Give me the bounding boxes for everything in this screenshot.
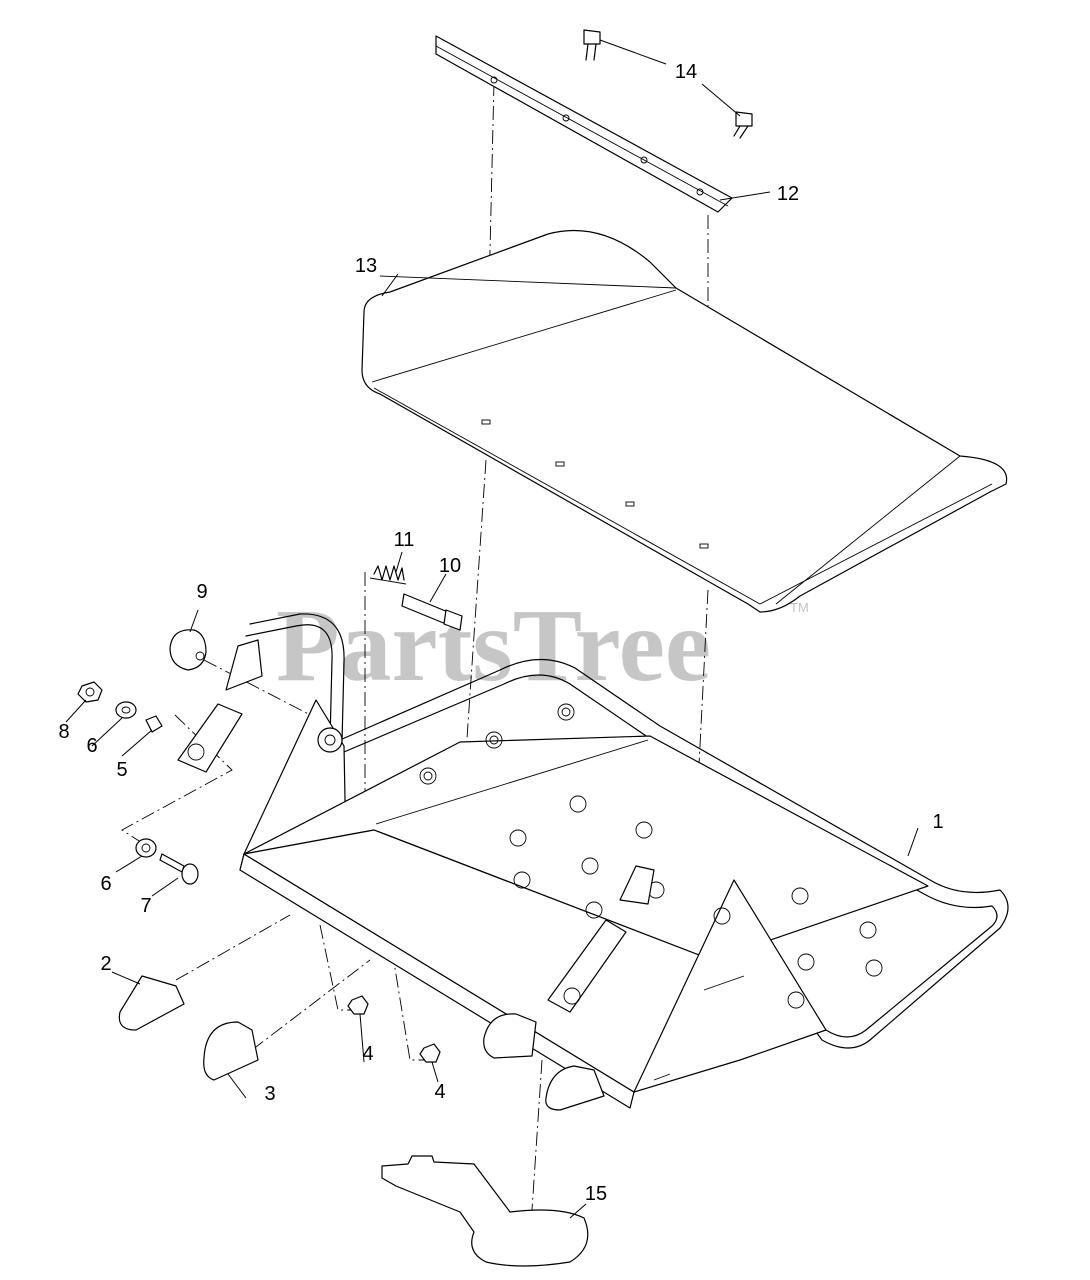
callout-7: 7 [140, 895, 151, 917]
callout-13: 13 [355, 255, 377, 277]
part-11-spring [369, 565, 407, 585]
watermark: PartsTree TM [276, 588, 809, 703]
frame-holes [419, 703, 883, 1009]
watermark-text: PartsTree [276, 588, 711, 703]
bumpers [118, 975, 605, 1111]
callout-3: 3 [264, 1083, 275, 1105]
callout-5: 5 [116, 759, 127, 781]
part-12-bracket [435, 35, 733, 213]
watermark-trademark: TM [790, 600, 809, 615]
callout-6b: 6 [100, 873, 111, 895]
callout-2: 2 [100, 953, 111, 975]
callout-1: 1 [932, 811, 943, 833]
hardware-front [135, 838, 199, 885]
part-15-decal [381, 1155, 589, 1267]
part-13-floor-pan [361, 229, 1008, 613]
part-14-bolts [583, 29, 753, 139]
part-1-frame [177, 613, 1009, 1109]
callout-10: 10 [439, 555, 461, 577]
callout-6a: 6 [86, 735, 97, 757]
callout-14: 14 [675, 61, 697, 83]
part-4-nuts [347, 995, 441, 1063]
callout-8: 8 [58, 721, 69, 743]
callout-15: 15 [585, 1183, 607, 1205]
callout-12: 12 [777, 183, 799, 205]
callout-4a: 4 [362, 1043, 373, 1065]
leader-lines [65, 39, 919, 1219]
part-10-pin [401, 593, 463, 631]
callout-labels: 1 2 3 4 4 5 6 6 7 8 9 10 11 12 13 14 15 [58, 61, 943, 1205]
callout-4b: 4 [434, 1081, 445, 1103]
hardware-rear [77, 681, 163, 733]
part-9-knob [169, 629, 207, 671]
callout-9: 9 [196, 581, 207, 603]
callout-11: 11 [394, 529, 415, 551]
